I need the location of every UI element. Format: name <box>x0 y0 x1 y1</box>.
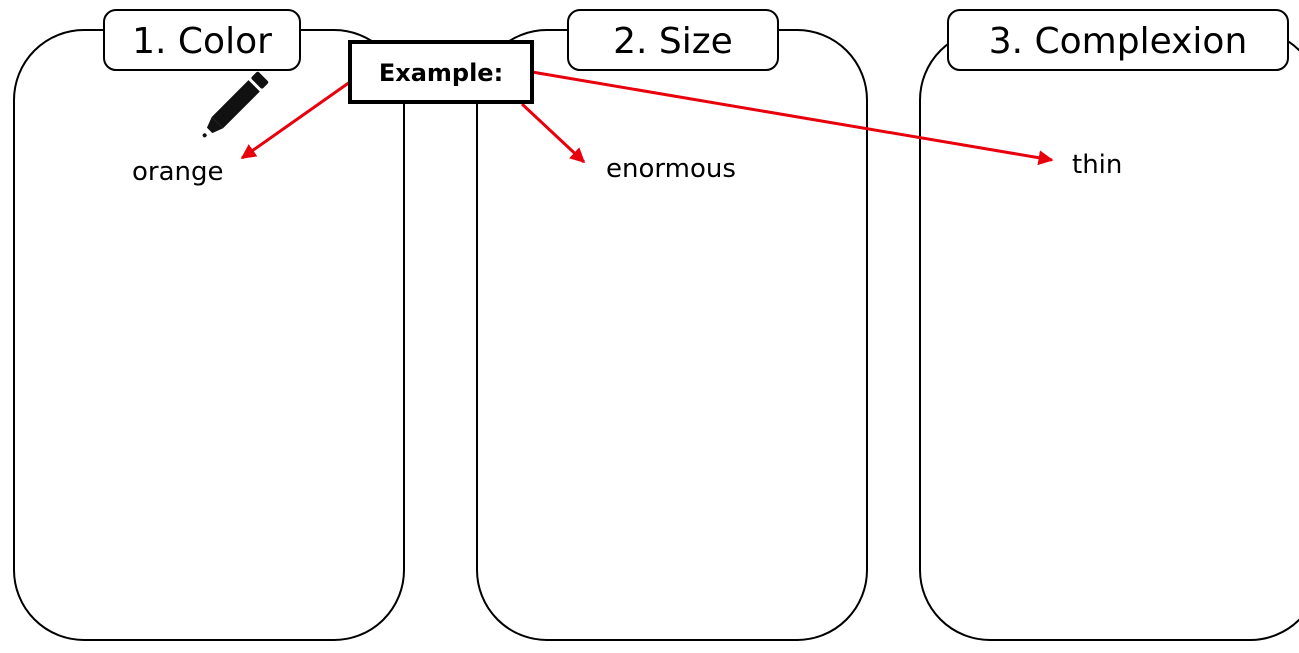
column-complexion: 3. Complexion thin <box>919 9 1299 641</box>
arrow-to-enormous <box>520 102 586 164</box>
column-color-box <box>13 29 405 641</box>
column-color-tab <box>103 9 301 71</box>
example-label-box <box>348 40 534 104</box>
column-size-title: 2. Size <box>613 21 733 62</box>
example-label: Example: <box>348 40 534 104</box>
pencil-icon <box>202 71 269 138</box>
example-label-text: Example: <box>379 59 503 87</box>
column-size-box <box>476 29 868 641</box>
column-complexion-example-word: thin <box>1072 150 1122 180</box>
column-complexion-box <box>919 29 1299 641</box>
column-color-title: 1. Color <box>132 21 272 62</box>
column-complexion-tab <box>947 9 1289 71</box>
column-size: 2. Size enormous <box>476 9 868 641</box>
column-size-tab <box>567 9 779 71</box>
column-complexion-title: 3. Complexion <box>989 21 1248 62</box>
column-size-example-word: enormous <box>606 154 736 184</box>
arrow-to-orange <box>240 80 351 160</box>
arrow-to-thin <box>531 70 1054 166</box>
column-color-example-word: orange <box>132 157 224 187</box>
column-color: 1. Color orange <box>13 9 405 641</box>
